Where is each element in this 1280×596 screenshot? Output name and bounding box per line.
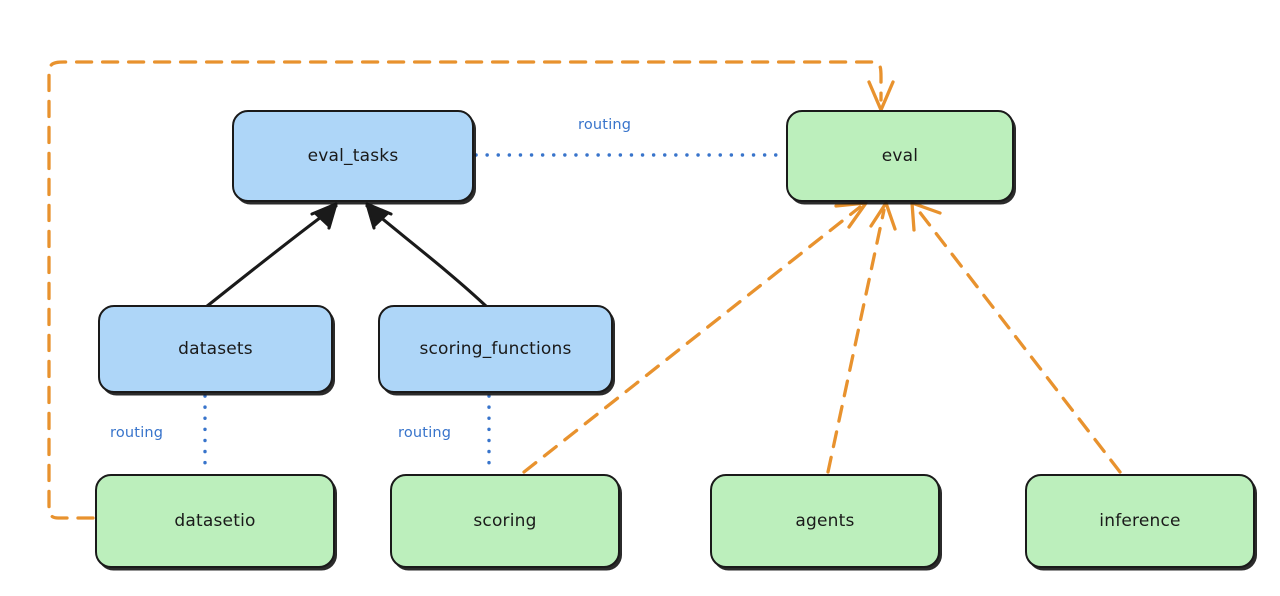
edge-label-routing-scoring-functions-scoring: routing [398,425,452,441]
node-scoring[interactable]: scoring [390,474,620,568]
edge-label-routing-eval-tasks-eval: routing [578,117,632,133]
node-label-scoring-functions: scoring_functions [419,339,572,359]
node-datasets[interactable]: datasets [98,305,333,393]
edge-scoring-functions-to-eval-tasks [365,202,489,309]
node-label-agents: agents [795,511,855,531]
edge-inference-to-eval [910,201,1122,474]
node-datasetio[interactable]: datasetio [95,474,335,568]
node-label-eval-tasks: eval_tasks [307,146,399,166]
node-inference[interactable]: inference [1025,474,1255,568]
node-agents[interactable]: agents [710,474,940,568]
edge-label-routing-datasets-datasetio: routing [110,425,164,441]
node-scoring-functions[interactable]: scoring_functions [378,305,613,393]
node-label-eval: eval [881,146,919,166]
node-eval[interactable]: eval [786,110,1014,202]
node-label-inference: inference [1099,511,1181,531]
node-label-datasets: datasets [178,339,253,359]
edge-datasets-to-eval-tasks [204,202,338,309]
node-label-datasetio: datasetio [174,511,256,531]
node-label-scoring: scoring [473,511,537,531]
edge-agents-to-eval [826,201,897,474]
node-eval-tasks[interactable]: eval_tasks [232,110,474,202]
